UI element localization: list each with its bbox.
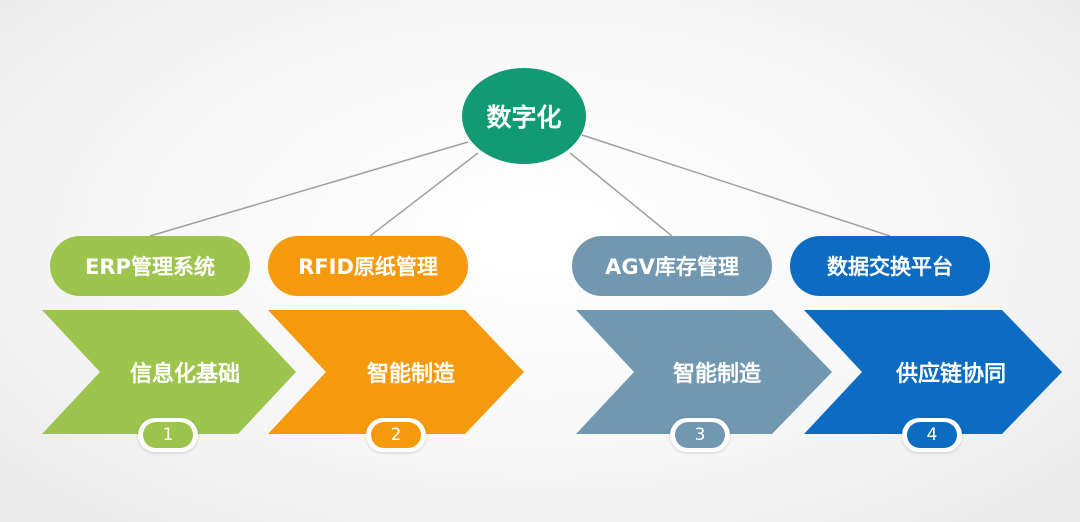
category-label-4: 数据交换平台 xyxy=(827,255,953,279)
category-pill-1: ERP管理系统 xyxy=(50,236,250,296)
stage-label-2: 智能制造 xyxy=(366,362,455,387)
chevron-shape-2 xyxy=(268,310,524,434)
category-label-3: AGV库存管理 xyxy=(605,255,739,279)
category-pill-3: AGV库存管理 xyxy=(572,236,772,296)
root-node: 数字化 xyxy=(462,68,586,164)
category-label-2: RFID原纸管理 xyxy=(298,255,438,279)
connector-line-1 xyxy=(149,141,469,237)
step-number-4: 4 xyxy=(907,422,957,448)
step-badge-1: 1 xyxy=(138,418,198,452)
chevron-shape-3 xyxy=(576,310,832,434)
step-badge-3: 3 xyxy=(670,418,730,452)
step-number-1: 1 xyxy=(143,422,193,448)
step-badge-4: 4 xyxy=(902,418,962,452)
category-pill-4: 数据交换平台 xyxy=(790,236,990,296)
step-number-2: 2 xyxy=(371,422,421,448)
connector-line-4 xyxy=(581,134,891,237)
chevron-shape-4 xyxy=(804,310,1062,434)
root-label: 数字化 xyxy=(486,103,562,132)
stage-label-4: 供应链协同 xyxy=(895,362,1006,387)
chevron-shape-1 xyxy=(42,310,296,434)
step-number-3: 3 xyxy=(675,422,725,448)
stage-label-3: 智能制造 xyxy=(672,362,761,387)
stage-label-1: 信息化基础 xyxy=(129,362,240,387)
connector-line-3 xyxy=(569,152,673,237)
category-pill-2: RFID原纸管理 xyxy=(268,236,468,296)
step-badge-2: 2 xyxy=(366,418,426,452)
connector-line-2 xyxy=(369,152,479,237)
category-label-1: ERP管理系统 xyxy=(85,255,215,279)
